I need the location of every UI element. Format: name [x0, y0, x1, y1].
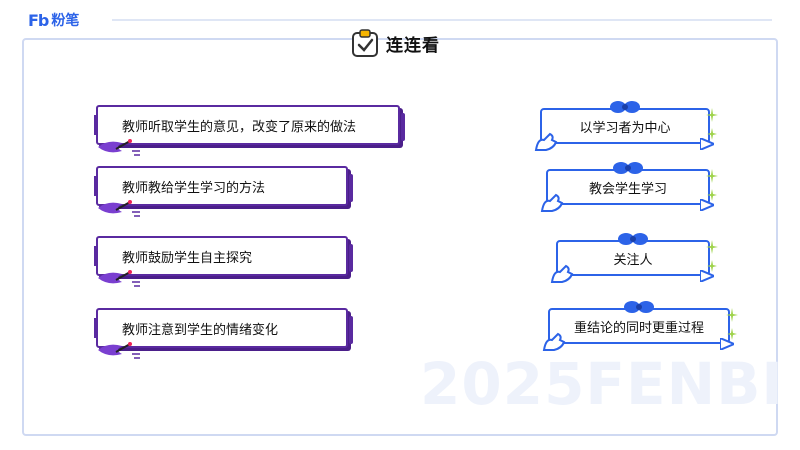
card-accent: [401, 113, 405, 141]
card-accent: [349, 316, 353, 344]
ribbon-tail-icon: [700, 199, 714, 211]
hand-icon: [550, 264, 574, 283]
card-accent: [349, 244, 353, 272]
ribbon-tail-icon: [720, 338, 734, 350]
ribbon-tail-icon: [700, 138, 714, 150]
left-item-1[interactable]: 教师听取学生的意见，改变了原来的做法: [94, 105, 405, 156]
right-item-label: 以学习者为中心: [579, 120, 671, 136]
left-item-3[interactable]: 教师鼓励学生自主探究: [94, 236, 353, 287]
card-accent: [94, 176, 98, 196]
right-item-label: 教会学生学习: [588, 181, 667, 197]
left-item-4[interactable]: 教师注意到学生的情绪变化: [94, 308, 353, 359]
left-item-label: 教师教给学生学习的方法: [122, 180, 266, 196]
right-item-label: 重结论的同时更重过程: [573, 320, 704, 336]
header-divider: [112, 19, 772, 21]
left-item-label: 教师注意到学生的情绪变化: [122, 322, 279, 338]
left-item-label: 教师鼓励学生自主探究: [122, 250, 253, 266]
bow-icon: [624, 301, 654, 313]
page-title-group: 连连看: [350, 28, 440, 58]
sparkle-icon: [706, 240, 718, 272]
right-item-2[interactable]: 教会学生学习: [540, 162, 718, 212]
right-item-label: 关注人: [613, 252, 653, 268]
brand-logo: Fb 粉笔: [28, 10, 79, 30]
feather-pen-icon: [98, 342, 140, 359]
right-item-3[interactable]: 关注人: [550, 233, 718, 283]
card-accent: [349, 174, 353, 202]
bow-icon: [618, 233, 648, 245]
feather-pen-icon: [98, 270, 140, 287]
left-item-label: 教师听取学生的意见，改变了原来的做法: [122, 119, 357, 135]
hand-icon: [540, 193, 564, 212]
hand-icon: [542, 332, 566, 351]
sparkle-icon: [706, 169, 718, 201]
brand-name: 粉笔: [51, 13, 80, 29]
sparkle-icon: [706, 108, 718, 140]
right-item-4[interactable]: 重结论的同时更重过程: [542, 301, 738, 351]
feather-pen-icon: [98, 200, 140, 217]
left-item-2[interactable]: 教师教给学生学习的方法: [94, 166, 353, 217]
hand-icon: [534, 132, 558, 151]
brand-mark: Fb: [28, 10, 49, 30]
ribbon-tail-icon: [700, 270, 714, 282]
feather-pen-icon: [98, 139, 140, 156]
right-item-1[interactable]: 以学习者为中心: [534, 101, 718, 151]
card-accent: [94, 246, 98, 266]
bow-icon: [610, 101, 640, 113]
sparkle-icon: [726, 308, 738, 340]
page-title: 连连看: [386, 35, 440, 56]
bow-icon: [613, 162, 643, 174]
card-accent: [94, 318, 98, 338]
card-accent: [94, 115, 98, 135]
clipboard-check-icon: [352, 29, 378, 57]
